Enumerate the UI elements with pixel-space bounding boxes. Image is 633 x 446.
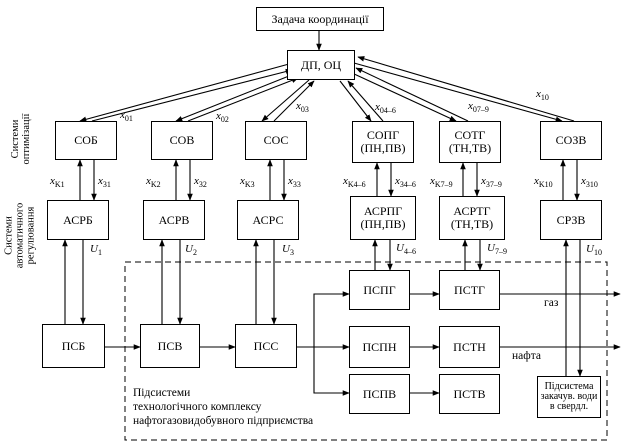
tech-box-psb: ПСБ <box>42 324 105 368</box>
side-label-optimization-l1: Системи <box>10 119 21 159</box>
tech-box-pspg: ПСПГ <box>349 270 410 310</box>
opt-reg-links <box>77 159 580 201</box>
opt-box-sopg: СОПГ (ПН,ПВ) <box>352 121 414 163</box>
opt-box-sopg-label: СОПГ <box>366 128 400 142</box>
reg-box-srzv-label: СРЗВ <box>556 212 586 227</box>
opt-box-sozv: СОЗВ <box>540 121 602 160</box>
task-label: Задача координації <box>271 11 369 26</box>
tech-box-pstn-label: ПСТН <box>453 339 486 354</box>
side-label-optimization-l2: оптимізації <box>21 113 32 165</box>
signal-x33: x33 <box>288 175 301 190</box>
coordinator-box: ДП, ОЦ <box>287 50 355 80</box>
opt-box-sotg-label: СОТГ <box>454 128 486 142</box>
opt-box-sotg-sublabel: (ТН,ТВ) <box>448 141 492 155</box>
signal-u3: U3 <box>282 243 294 258</box>
signal-x07-9: x07–9 <box>468 100 489 115</box>
signal-x37-9: x37–9 <box>481 175 502 190</box>
reg-box-asrs-label: АСРС <box>252 212 284 227</box>
signal-x32: x32 <box>194 175 207 190</box>
tech-box-pspn: ПСПН <box>349 326 410 368</box>
reg-box-asrpg-label: АСРПГ <box>363 204 403 218</box>
signal-x310: x310 <box>581 175 598 190</box>
signal-xk2: xK2 <box>146 175 161 190</box>
reg-box-asrpg: АСРПГ (ПН,ПВ) <box>350 196 416 240</box>
tech-box-pstg: ПСТГ <box>439 270 500 310</box>
tech-box-psb-label: ПСБ <box>61 338 86 353</box>
opt-box-sos: СОС <box>245 121 307 160</box>
signal-xk1: xK1 <box>50 175 65 190</box>
tech-complex-border <box>124 261 608 441</box>
reg-box-asrb: АСРБ <box>47 200 109 240</box>
opt-box-sov-label: СОВ <box>169 133 195 147</box>
signal-u10: U10 <box>586 243 602 258</box>
tech-box-pspv-label: ПСПВ <box>362 386 397 401</box>
opt-box-sopg-sublabel: (ПН,ПВ) <box>360 141 406 155</box>
tech-box-pss-label: ПСС <box>253 338 279 353</box>
signal-x31: x31 <box>98 175 111 190</box>
side-label-regulation: Системи автоматичного регулювання <box>4 186 37 286</box>
reg-box-asrtg: АСРТГ (ТН,ТВ) <box>439 196 505 240</box>
tech-box-pspn-label: ПСПН <box>362 339 397 354</box>
side-label-regulation-l1: Системи <box>3 216 15 255</box>
signal-xk10: xK10 <box>534 175 553 190</box>
signal-xk7-9: xK7–9 <box>430 175 453 190</box>
signal-xk3: xK3 <box>240 175 255 190</box>
tech-box-injection-l2: закачув. води <box>540 391 598 402</box>
tech-box-pss: ПСС <box>235 324 297 368</box>
reg-box-asrtg-sublabel: (ТН,ТВ) <box>450 217 494 231</box>
reg-box-asrv: АСРВ <box>143 200 205 240</box>
tech-box-pstn: ПСТН <box>439 326 500 368</box>
complex-caption-l2: технологічного комплексу <box>133 401 262 413</box>
signal-u4-6: U4–6 <box>396 242 416 257</box>
signal-u1: U1 <box>90 243 102 258</box>
opt-box-sozv-label: СОЗВ <box>555 133 587 147</box>
task-box: Задача координації <box>256 7 384 31</box>
complex-caption-l1: Підсистеми <box>133 387 191 399</box>
tech-box-pstv: ПСТВ <box>439 374 500 414</box>
signal-u2: U2 <box>185 243 197 258</box>
signal-xk4-6: xK4–6 <box>343 175 366 190</box>
side-label-regulation-l2: автоматичного <box>14 202 26 269</box>
coordinator-label: ДП, ОЦ <box>300 57 342 72</box>
signal-x01: x01 <box>120 109 133 124</box>
reg-box-asrb-label: АСРБ <box>63 212 93 227</box>
output-oil-label: нафта <box>512 350 541 362</box>
opt-box-sob-label: СОБ <box>74 133 98 147</box>
tech-box-injection-l1: Підсистема <box>544 381 594 392</box>
side-label-optimization: Системи оптимізації <box>10 104 32 174</box>
tech-box-pstg-label: ПСТГ <box>454 282 485 297</box>
signal-x04-6: x04–6 <box>375 101 396 116</box>
tech-box-injection-l3: в свердл. <box>549 401 589 412</box>
tech-box-psv-label: ПСВ <box>157 338 183 353</box>
opt-box-sov: СОВ <box>151 121 213 160</box>
complex-caption-l3: нафтогазовидобувного підприємства <box>133 415 314 427</box>
opt-box-sob: СОБ <box>55 121 117 160</box>
signal-x010: x10 <box>536 88 549 103</box>
reg-tech-links <box>62 239 583 377</box>
signal-u7-9: U7–9 <box>487 242 507 257</box>
reg-box-asrv-label: АСРВ <box>158 212 190 227</box>
reg-box-asrtg-label: АСРТГ <box>453 204 491 218</box>
tech-box-psv: ПСВ <box>140 324 200 368</box>
tech-box-pspv: ПСПВ <box>349 374 410 414</box>
coordinator-links <box>79 56 575 123</box>
reg-box-srzv: СРЗВ <box>540 200 602 240</box>
tech-box-injection: Підсистема закачув. води в свердл. <box>537 376 601 418</box>
side-label-regulation-l3: регулювання <box>25 206 37 265</box>
reg-box-asrpg-sublabel: (ПН,ПВ) <box>360 217 406 231</box>
signal-x34-6: x34–6 <box>395 175 416 190</box>
reg-box-asrs: АСРС <box>237 200 299 240</box>
complex-caption: Підсистеми технологічного комплексу нафт… <box>133 386 313 428</box>
process-flow <box>105 291 621 396</box>
tech-box-pspg-label: ПСПГ <box>363 282 396 297</box>
opt-box-sotg: СОТГ (ТН,ТВ) <box>439 121 501 163</box>
signal-x03: x03 <box>296 100 309 115</box>
signal-x02: x02 <box>216 110 229 125</box>
tech-box-pstv-label: ПСТВ <box>453 386 486 401</box>
output-gas-label: газ <box>544 297 559 309</box>
opt-box-sos-label: СОС <box>263 133 289 147</box>
